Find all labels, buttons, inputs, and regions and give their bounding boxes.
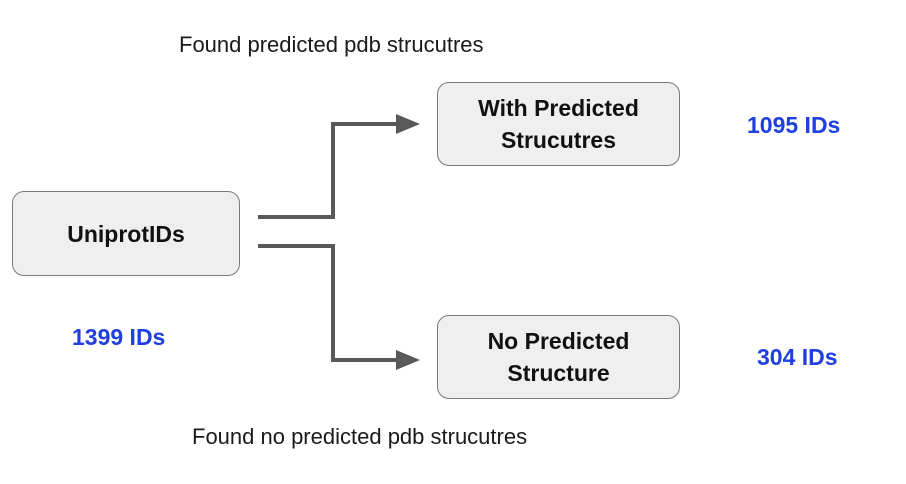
no-predicted-node: No Predicted Structure xyxy=(437,315,680,399)
with-predicted-count: 1095 IDs xyxy=(747,112,841,138)
no-predicted-count: 304 IDs xyxy=(757,344,838,370)
source-count: 1399 IDs xyxy=(72,324,166,350)
top-caption: Found predicted pdb strucutres xyxy=(179,32,484,57)
arrow-to-no-predicted xyxy=(258,244,400,362)
with-predicted-node: With Predicted Strucutres xyxy=(437,82,680,166)
bottom-caption: Found no predicted pdb strucutres xyxy=(192,424,528,449)
arrow-to-with-predicted xyxy=(258,122,400,219)
uniprot-ids-node: UniprotIDs xyxy=(12,191,240,276)
no-predicted-label: No Predicted Structure xyxy=(487,328,630,386)
with-predicted-label: With Predicted Strucutres xyxy=(478,95,639,153)
arrowhead-top xyxy=(396,114,420,134)
uniprot-ids-label: UniprotIDs xyxy=(67,220,185,247)
arrowhead-bottom xyxy=(396,350,420,370)
